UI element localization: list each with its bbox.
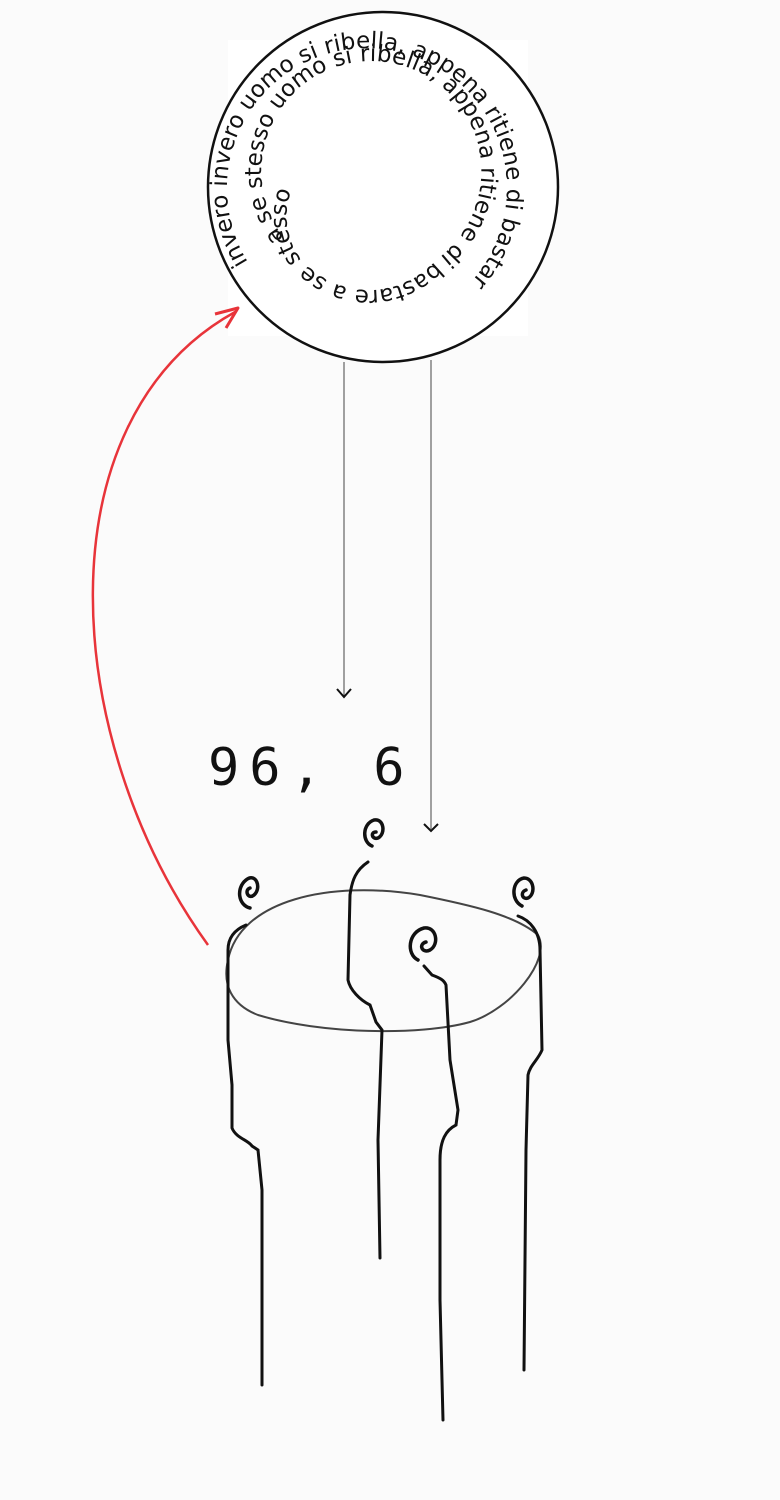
loop-ellipse [225, 889, 542, 1033]
chevron-down-icon [423, 823, 439, 833]
column-left [226, 876, 264, 1387]
spiral-circle [206, 10, 560, 364]
chevron-down-icon [336, 688, 352, 699]
red-return-arrow [91, 310, 236, 946]
number-label: 96, 6 [208, 738, 415, 798]
arrowhead-red-icon [214, 306, 240, 329]
column-right [512, 876, 544, 1372]
column-mid-right [408, 926, 460, 1422]
column-mid-left [346, 818, 385, 1260]
